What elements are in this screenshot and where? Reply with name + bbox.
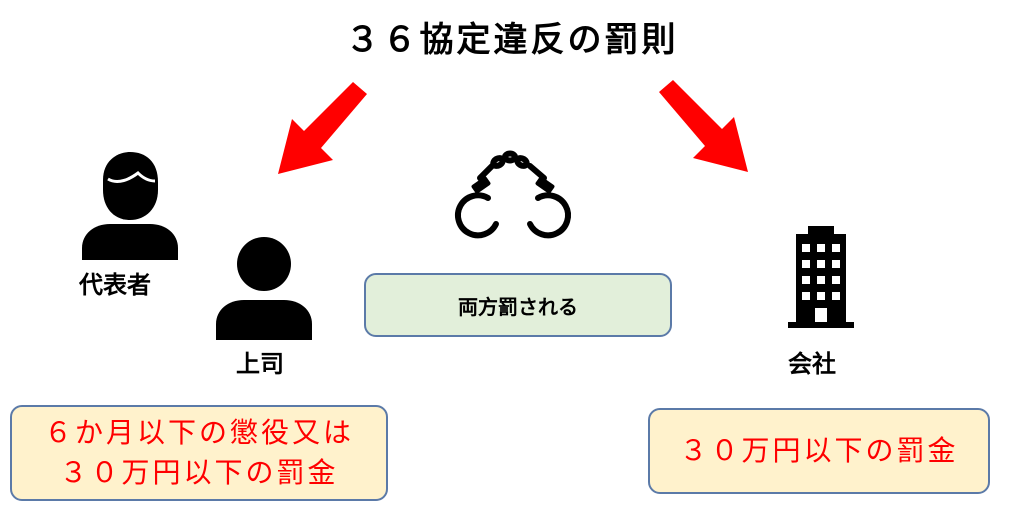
building-icon xyxy=(788,226,854,328)
penalty-individual-line2: ３０万円以下の罰金 xyxy=(59,456,339,489)
penalty-company-box: ３０万円以下の罰金 xyxy=(648,408,990,494)
arrow-right-shape xyxy=(659,80,748,172)
label-representative: 代表者 xyxy=(79,271,151,299)
penalty-individual-line1: ６か月以下の懲役又は xyxy=(43,416,354,449)
both-punished-text: 両方罰される xyxy=(458,294,578,319)
diagram-title: ３６協定違反の罰則 xyxy=(345,20,679,60)
penalty-company-text: ３０万円以下の罰金 xyxy=(679,434,959,467)
arrow-icon-right xyxy=(659,80,748,172)
handcuffs-icon xyxy=(455,150,571,239)
person-icon-boss xyxy=(216,237,312,340)
label-boss: 上司 xyxy=(236,350,284,378)
person-icon-representative xyxy=(82,152,178,260)
penalty-individual-box: ６か月以下の懲役又は ３０万円以下の罰金 xyxy=(10,405,388,501)
both-punished-box: 両方罰される xyxy=(364,273,672,337)
arrow-icon-left xyxy=(278,82,367,174)
arrow-left-shape xyxy=(278,82,367,174)
label-company: 会社 xyxy=(788,350,836,378)
